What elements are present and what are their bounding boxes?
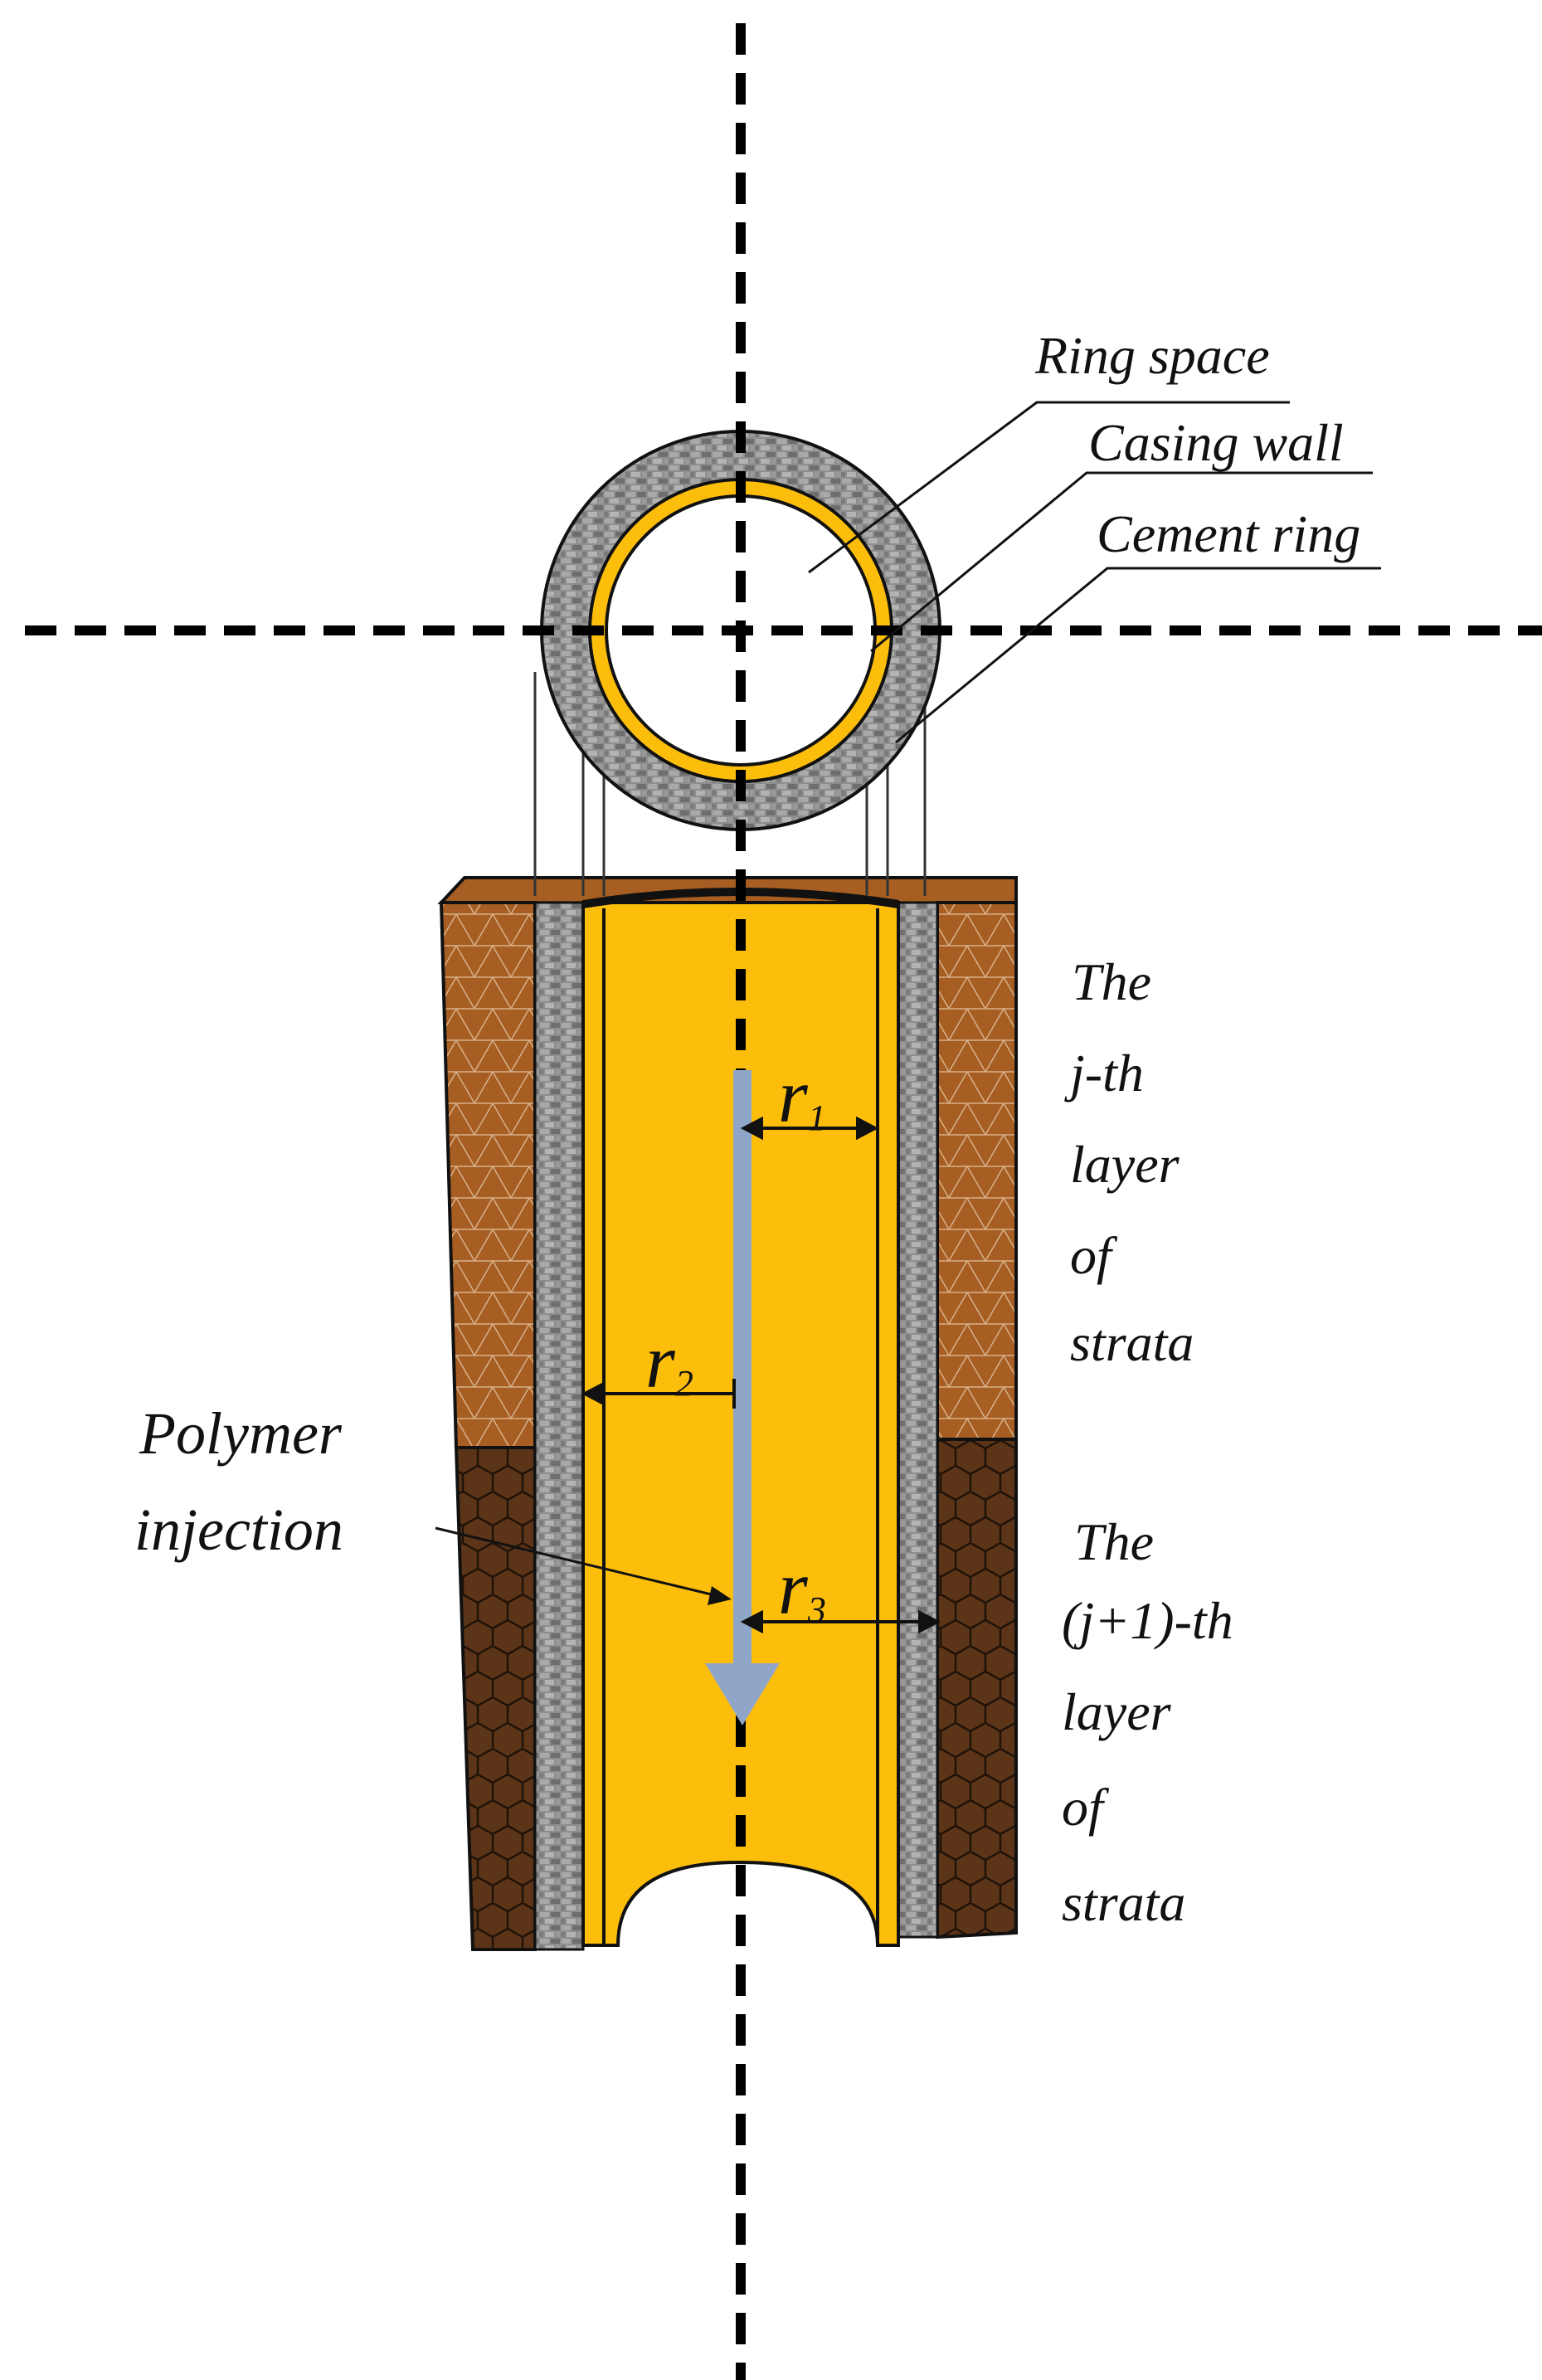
ring-space-label: Ring space	[1034, 326, 1270, 385]
right-strata-lower	[936, 1438, 1018, 1940]
polymer-leader	[435, 1526, 722, 1599]
svg-text:(j+1)-th: (j+1)-th	[1062, 1591, 1233, 1650]
polymer-label-line2: injection	[134, 1497, 343, 1563]
polymer-leader-arrowhead	[708, 1586, 732, 1605]
well-section	[437, 876, 1018, 1951]
svg-text:The: The	[1072, 952, 1151, 1011]
layer-j1-label: The (j+1)-th layer of strata	[1062, 1512, 1233, 1932]
ring-space-leader	[808, 401, 1290, 574]
centerlines	[25, 23, 1542, 2380]
svg-text:The: The	[1074, 1512, 1154, 1571]
layer-j-label: The j-th layer of strata	[1064, 952, 1194, 1372]
left-strata-upper	[439, 901, 537, 1449]
svg-text:j-th: j-th	[1064, 1044, 1144, 1102]
radius-dimensions	[581, 1116, 941, 1634]
svg-text:layer: layer	[1062, 1682, 1172, 1741]
svg-text:layer: layer	[1070, 1135, 1180, 1194]
svg-text:strata: strata	[1070, 1313, 1194, 1372]
left-strata-lower	[454, 1446, 537, 1951]
injection-arrow	[705, 1070, 780, 1725]
right-cement-ring	[897, 901, 939, 1939]
left-cement-ring	[533, 901, 585, 1951]
r3-label: r3	[778, 1545, 826, 1630]
right-strata-upper	[936, 901, 1018, 1441]
r1-label: r1	[778, 1054, 826, 1138]
cement-ring-leader	[895, 567, 1381, 744]
cement-ring-label: Cement ring	[1097, 504, 1360, 563]
polymer-label-line1: Polymer	[139, 1400, 343, 1467]
r2-label: r2	[645, 1319, 693, 1404]
casing-wall-label: Casing wall	[1088, 413, 1344, 472]
svg-text:of: of	[1070, 1226, 1118, 1285]
casing-wall-leader	[870, 471, 1373, 653]
svg-text:of: of	[1062, 1778, 1110, 1837]
callout-leaders	[435, 401, 1381, 1599]
svg-text:strata: strata	[1062, 1873, 1185, 1932]
